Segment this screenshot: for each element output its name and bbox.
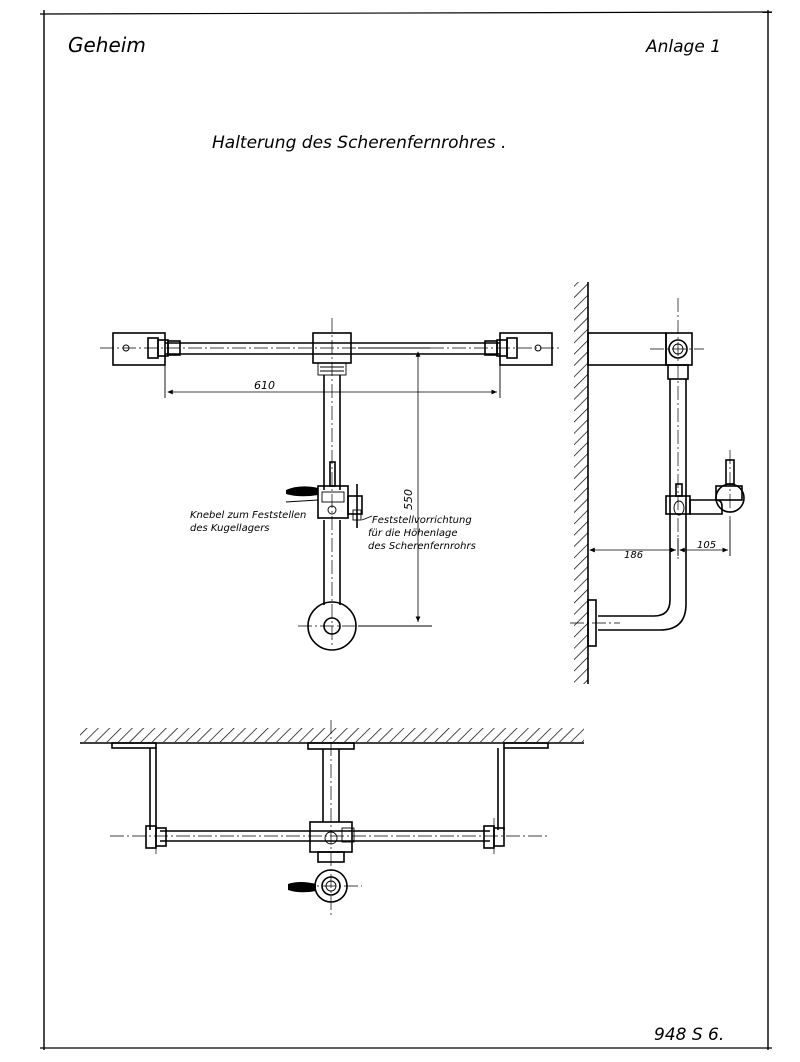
dimension-186: 186 [624,550,643,561]
fest-note-line3: des Scherenfernrohrs [368,541,476,552]
dimension-610: 610 [254,379,275,392]
dimension-105: 105 [697,540,716,551]
classification-label: Geheim [68,33,146,57]
front-view [80,720,584,915]
dimension-550: 550 [402,489,415,510]
top-view: 610 550 [100,318,560,651]
drawing-number: 948 S 6. [654,1025,724,1045]
fest-note-line2: für die Höhenlage [368,528,457,539]
side-view: 186 105 [570,282,745,684]
drawing-title: Halterung des Scherenfernrohres . [212,133,506,153]
knebel-note-line1: Knebel zum Feststellen [190,510,306,521]
fest-note-line1: Feststellvorrichtung [372,515,472,526]
knebel-note-line2: des Kugellagers [190,523,270,534]
appendix-label: Anlage 1 [645,37,721,57]
